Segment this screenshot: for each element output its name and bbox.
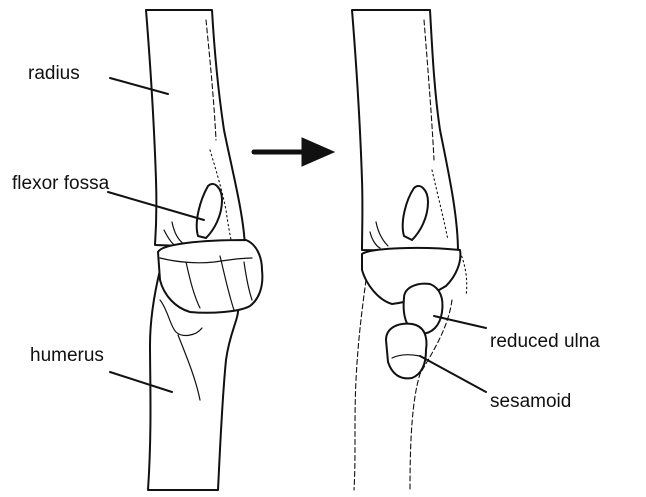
reduced-ulna-label: reduced ulna [490, 332, 600, 351]
radius-label: radius [28, 64, 80, 83]
leader-reduced-ulna [434, 316, 486, 328]
right-humerus-ghost [354, 280, 366, 490]
right-sesamoid [386, 324, 426, 379]
leader-sesamoid [420, 356, 486, 392]
left-elbow-drawing [146, 10, 262, 490]
humerus-label: humerus [30, 346, 104, 365]
right-arrow-icon [254, 138, 334, 166]
left-radius-shaft [146, 10, 245, 248]
flexor-fossa-label: flexor fossa [12, 174, 109, 193]
sesamoid-label: sesamoid [490, 392, 571, 411]
right-elbow-drawing [352, 10, 467, 490]
